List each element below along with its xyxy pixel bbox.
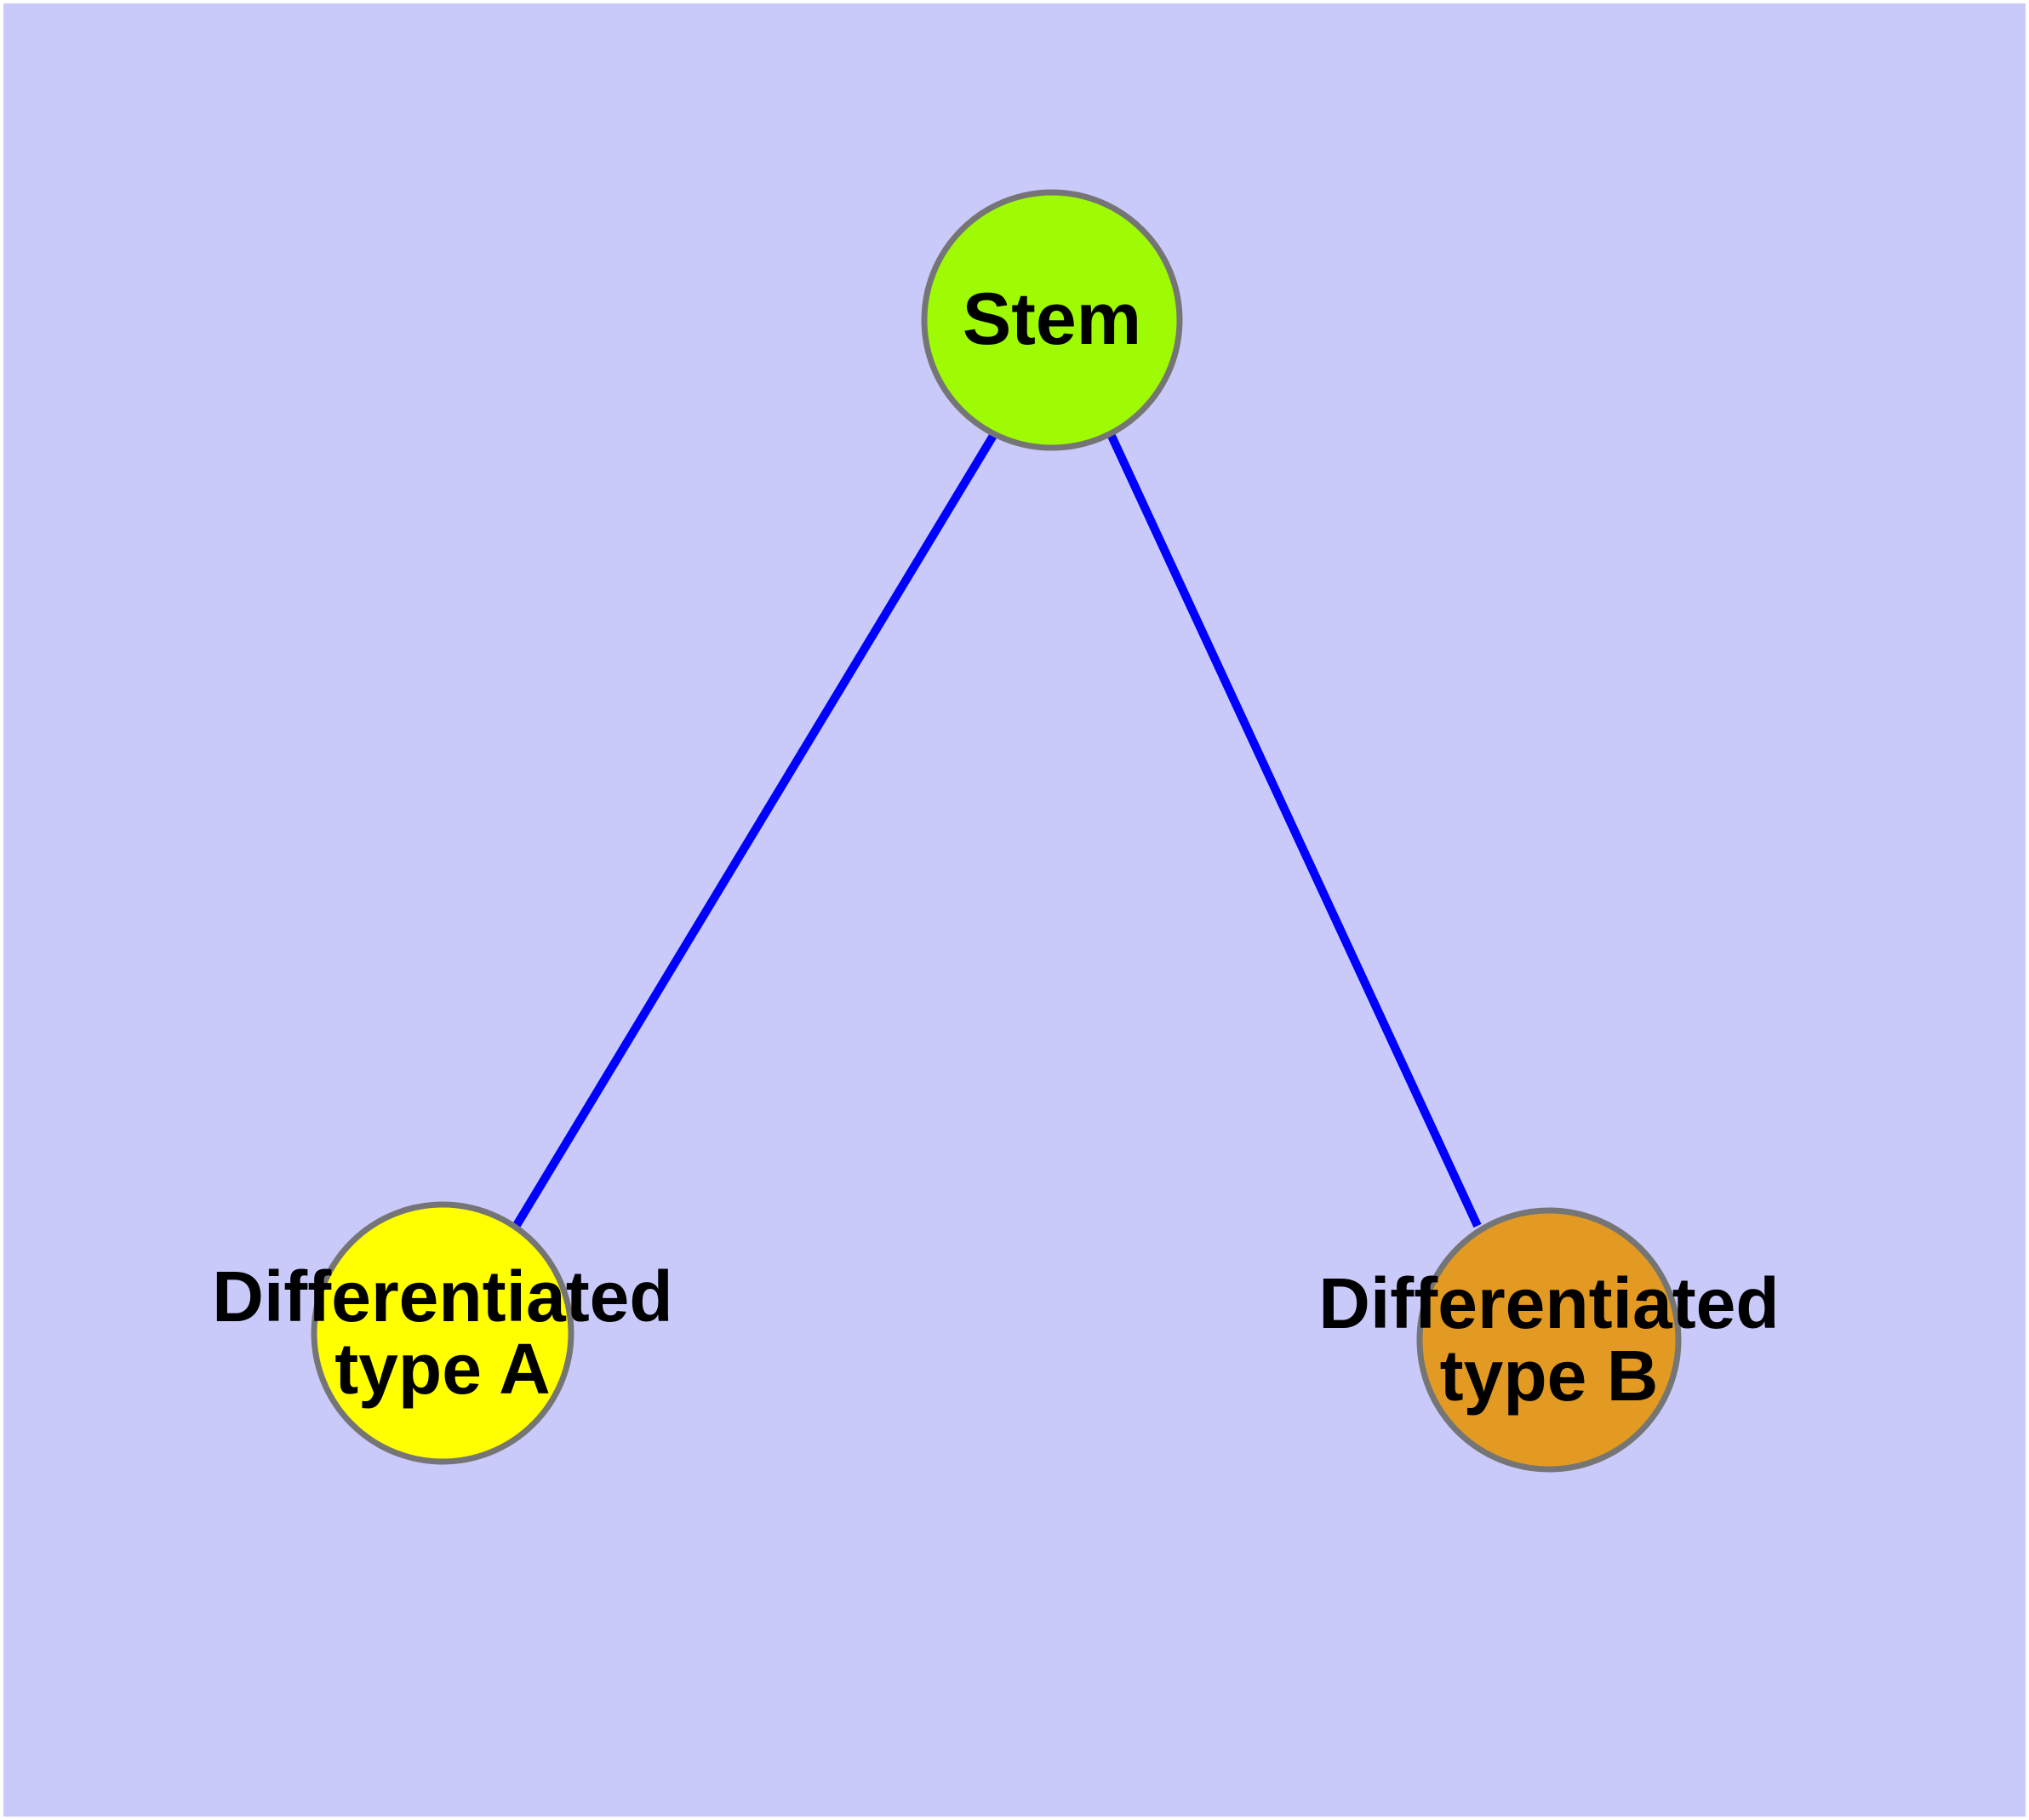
node-stem-circle[interactable] bbox=[921, 189, 1183, 451]
node-layer bbox=[311, 189, 1682, 1473]
edge-layer bbox=[512, 432, 1482, 1229]
edge-stem-to-diff-b[interactable] bbox=[1107, 433, 1482, 1228]
node-diff-a-circle[interactable] bbox=[311, 1201, 574, 1465]
node-diff-b-circle[interactable] bbox=[1416, 1207, 1682, 1473]
edge-stem-to-diff-a[interactable] bbox=[512, 432, 998, 1229]
